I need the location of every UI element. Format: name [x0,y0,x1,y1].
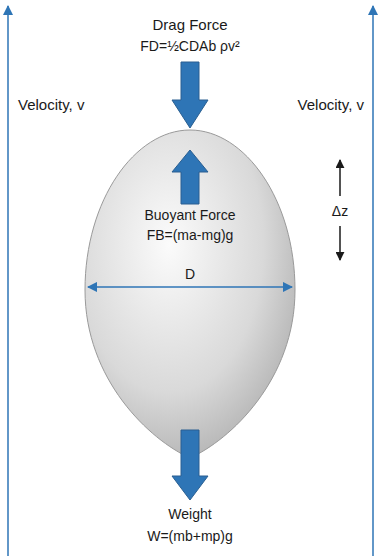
force-formula: W=(mb+mp)g [147,528,233,545]
velocity-label: Velocity, v [18,96,84,113]
drag-arrow [172,62,208,128]
diameter-line [88,286,292,288]
dimension-label: Δz [332,203,348,220]
balloon-body [85,130,295,458]
velocity-line [372,6,374,556]
force-name: Weight [168,506,211,523]
force-name: Drag Force [152,16,227,33]
force-formula: FD=½CDAb ρv² [140,38,239,55]
height-arrow [339,160,341,196]
weight-arrow [172,430,208,500]
dimension-label: D [185,266,195,283]
force-name: Buoyant Force [144,207,235,224]
velocity-line [7,6,9,556]
force-formula: FB=(ma-mg)g [147,227,234,244]
velocity-label: Velocity, v [298,96,364,113]
buoyant-arrow [172,150,208,204]
height-arrow [339,226,341,260]
